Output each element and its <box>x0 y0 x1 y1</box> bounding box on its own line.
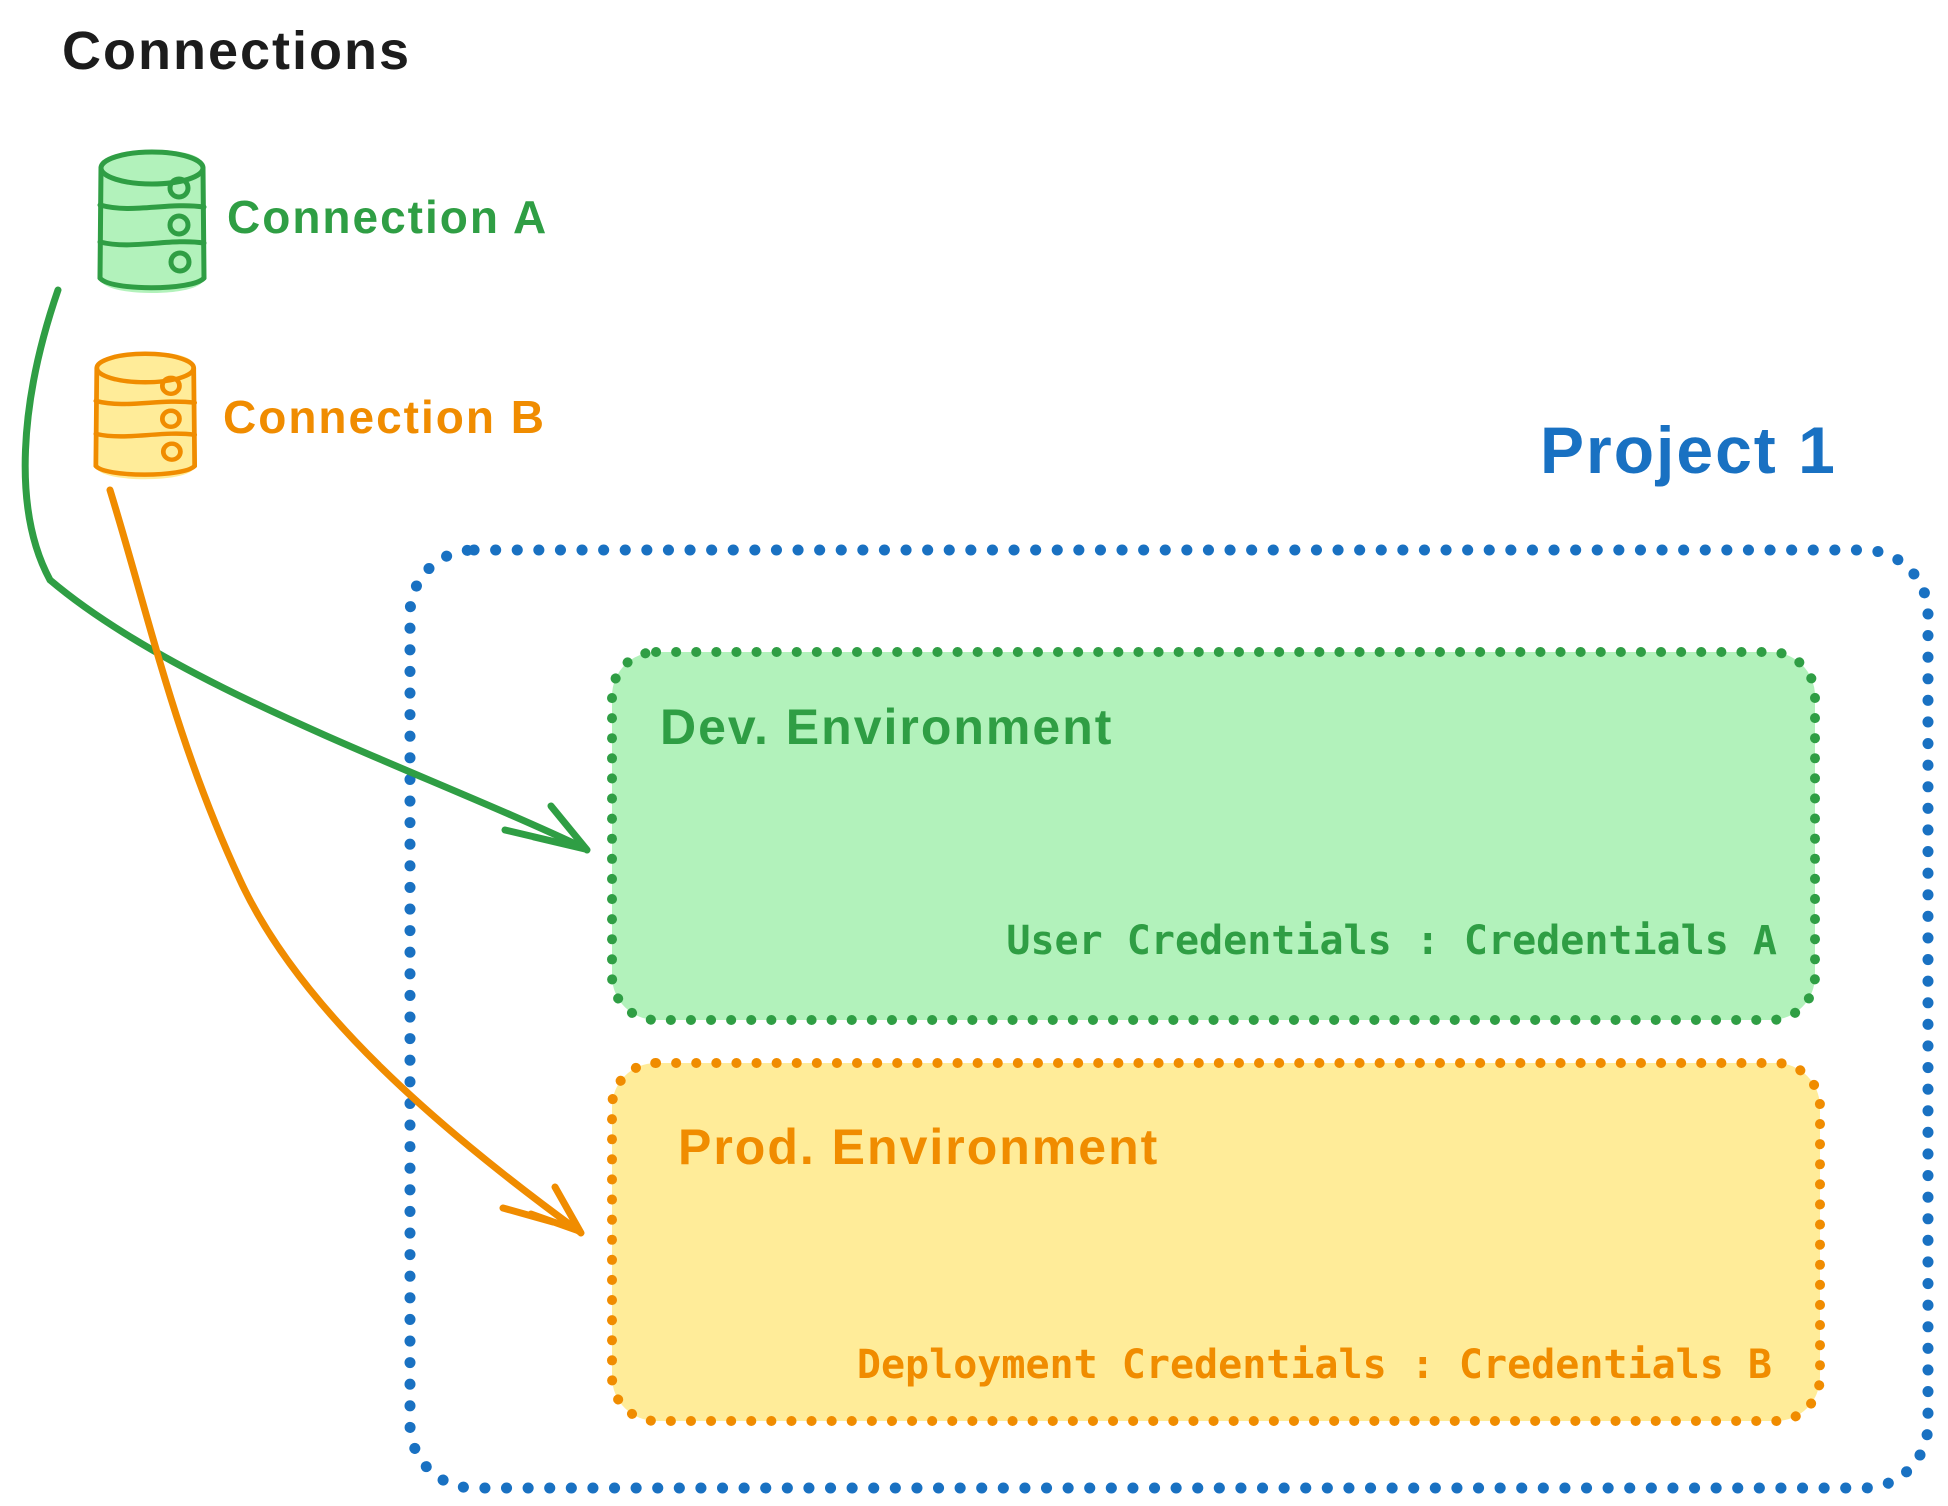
database-icon-connection-b <box>93 351 198 480</box>
connection-b-label: Connection B <box>223 391 546 443</box>
prod-environment-box <box>607 1058 1825 1426</box>
prod-environment-label: Prod. Environment <box>678 1119 1160 1175</box>
arrow-connection-b-to-prod <box>106 486 585 1237</box>
project-label: Project 1 <box>1540 413 1837 487</box>
dev-environment-credentials: User Credentials : Credentials A <box>1006 918 1777 964</box>
arrowhead-orange <box>499 1183 585 1237</box>
prod-environment-credentials: Deployment Credentials : Credentials B <box>856 1342 1772 1388</box>
project-boundary-box <box>404 544 1934 1494</box>
diagram-title: Connections <box>62 21 412 81</box>
arrowhead-green <box>501 802 591 854</box>
database-icon-connection-a <box>97 149 207 293</box>
connection-a-label: Connection A <box>227 191 549 243</box>
arrow-connection-a-to-dev <box>21 286 591 854</box>
dev-environment-label: Dev. Environment <box>660 699 1114 755</box>
dev-environment-box <box>607 647 1820 1025</box>
